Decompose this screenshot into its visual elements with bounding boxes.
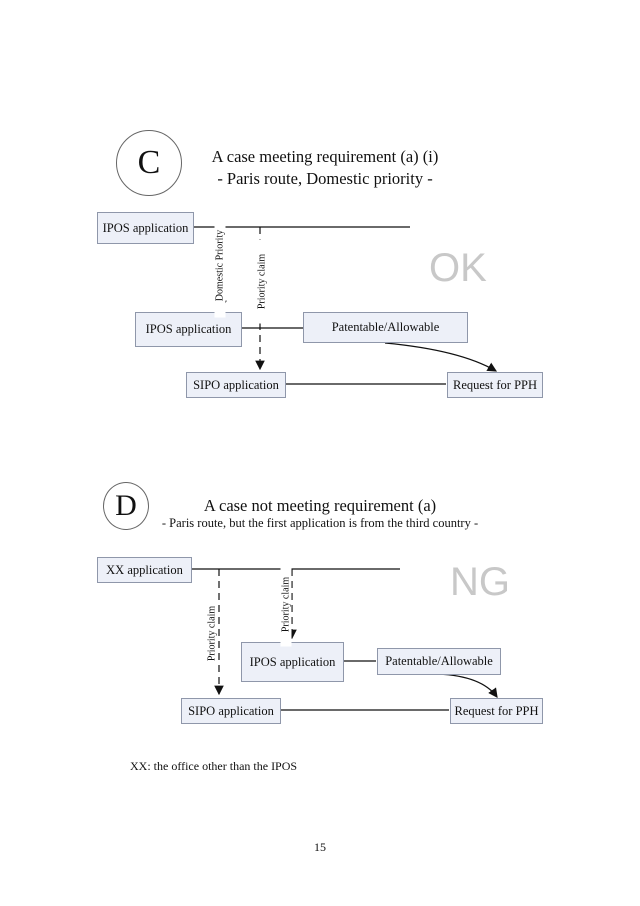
priority-claim-label-c: Priority claim — [256, 239, 268, 324]
page-number: 15 — [314, 840, 326, 854]
domestic-priority-label: Domestic Priority — [214, 213, 226, 318]
ipos-application-box-first: IPOS application — [97, 212, 194, 244]
section-c-title-line1: A case meeting requirement (a) (i) — [211, 147, 439, 166]
patentable-to-pph-arrow-c — [384, 342, 498, 372]
patentable-to-pph-arrow-d — [437, 673, 498, 698]
ipos-application-box-second: IPOS application — [135, 312, 242, 347]
xx-application-box: XX application — [97, 557, 192, 583]
section-d-title: A case not meeting requirement (a) — [203, 496, 437, 515]
footnote: XX: the office other than the IPOS — [130, 759, 298, 773]
patentable-allowable-box-c: Patentable/Allowable — [303, 312, 468, 343]
sipo-application-box-c: SIPO application — [186, 372, 286, 398]
section-c-title-line2: - Paris route, Domestic priority - — [217, 169, 433, 188]
section-c-badge: C — [116, 130, 182, 196]
section-c-title: A case meeting requirement (a) (i) - Par… — [180, 146, 470, 190]
priority-claim-label-right: Priority claim — [280, 562, 292, 647]
request-pph-box-d: Request for PPH — [450, 698, 543, 724]
priority-claim-label-left: Priority claim — [206, 591, 218, 676]
request-pph-box-c: Request for PPH — [447, 372, 543, 398]
sipo-application-box-d: SIPO application — [181, 698, 281, 724]
section-d-badge: D — [103, 482, 149, 530]
ipos-application-box-d: IPOS application — [241, 642, 344, 682]
ok-result-label: OK — [429, 246, 487, 290]
ng-result-label: NG — [450, 560, 510, 604]
patentable-allowable-box-d: Patentable/Allowable — [377, 648, 501, 675]
section-d-subtitle: - Paris route, but the first application… — [161, 516, 479, 530]
